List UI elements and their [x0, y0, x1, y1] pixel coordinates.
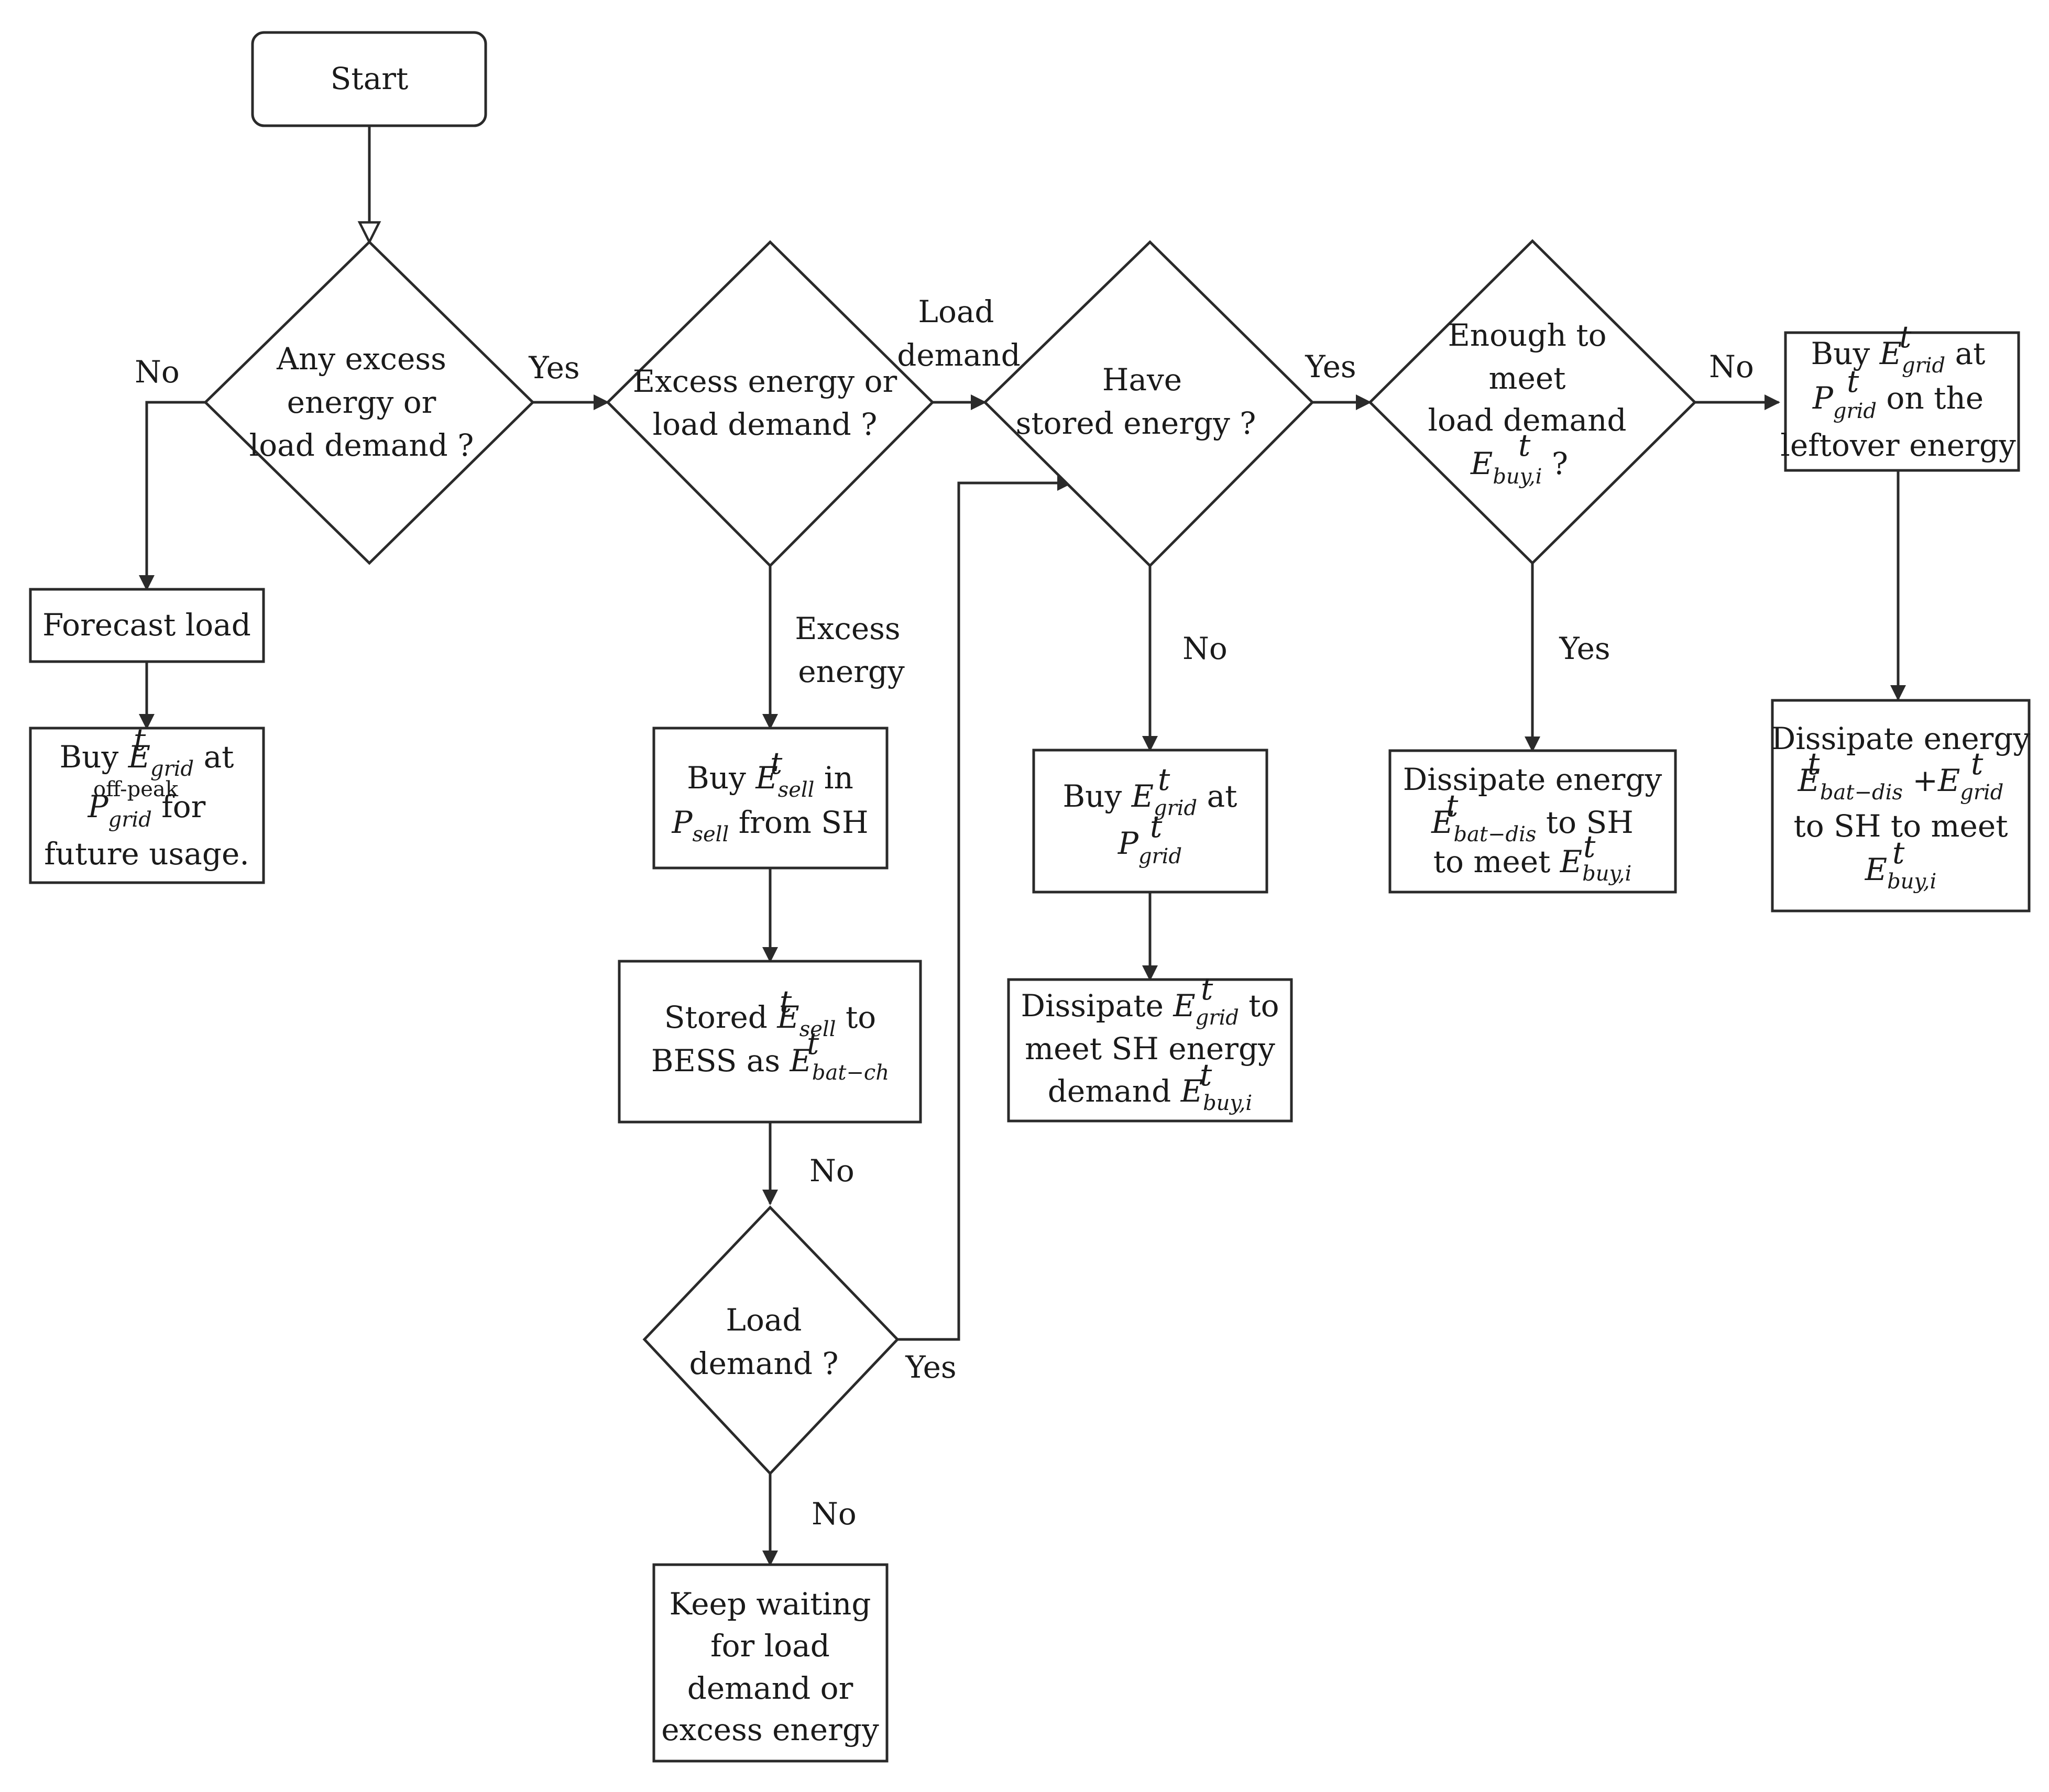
dissipate-both-sup2: t	[1971, 746, 1984, 782]
buy-grid-line1: Buy Egrid at	[1063, 778, 1237, 820]
stored-sup1: t	[780, 984, 792, 1019]
dissipate-bat-line2: Ebat−dis to SH	[1431, 805, 1634, 846]
dissipate-both-line3: to SH to meet	[1793, 808, 2008, 844]
buy-leftover-line3: leftover energy	[1780, 427, 2016, 463]
decision-d2-line1: Excess energy or	[633, 364, 897, 399]
keep-waiting-line2: for load	[710, 1628, 830, 1664]
dissipate-bat-sup1: t	[1446, 788, 1459, 823]
start-node: Start	[251, 31, 487, 127]
keep-waiting-line3: demand or	[687, 1670, 853, 1706]
decision-d3-line2: stored energy ?	[1016, 405, 1256, 441]
dissipate-grid-line2: meet SH energy	[1025, 1031, 1275, 1067]
label-d4-yes: Yes	[1559, 631, 1610, 666]
dissipate-both-sup3: t	[1892, 835, 1905, 871]
buy-offpeak-line1: Buy Egrid at	[60, 739, 234, 781]
label-d5-no: No	[812, 1496, 857, 1532]
decision-d4-line3: load demand	[1428, 402, 1626, 438]
decision-enough-to-meet-load: Enough to meet load demand Ebuy,i ? t	[1368, 239, 1697, 565]
keep-waiting-line4: excess energy	[661, 1712, 879, 1747]
buy-offpeak-line2: Pgrid for	[87, 789, 206, 832]
forecast-load-box: Forecast load	[29, 588, 265, 663]
dissipate-both-line1: Dissipate energy	[1771, 721, 2031, 756]
label-d1-no: No	[135, 354, 180, 390]
decision-d5-line1: Load	[726, 1302, 802, 1338]
keep-waiting-line1: Keep waiting	[669, 1586, 871, 1622]
buy-leftover-box: Buy Egrid at t Pgrid on the t leftover e…	[1780, 319, 2020, 472]
buy-grid-box: Buy Egrid at t Pgrid t	[1032, 749, 1268, 894]
decision-d4-line2: meet	[1489, 360, 1566, 396]
dissipate-grid-sup2: t	[1200, 1057, 1212, 1093]
decision-d3-line1: Have	[1102, 362, 1182, 398]
dissipate-bat-box: Dissipate energy Ebat−dis to SH t to mee…	[1388, 749, 1677, 894]
buy-grid-sup2: t	[1150, 809, 1163, 844]
forecast-label: Forecast load	[42, 607, 251, 643]
buy-leftover-line2: Pgrid on the	[1812, 380, 1984, 423]
label-d5-yes: Yes	[905, 1349, 956, 1385]
decision-d1-line1: Any excess	[276, 341, 446, 377]
buy-sell-box: Buy Esell in t Psell from SH	[652, 727, 889, 870]
connectors	[139, 126, 1906, 1566]
keep-waiting-box: Keep waiting for load demand or excess e…	[652, 1563, 889, 1763]
decision-d5-line2: demand ?	[689, 1346, 838, 1381]
decision-have-stored-energy: Have stored energy ?	[983, 240, 1314, 568]
label-d2-excess-2: energy	[798, 654, 905, 689]
decision-d4-line1: Enough to	[1448, 317, 1606, 353]
buy-leftover-sup1: t	[1899, 319, 1912, 355]
stored-line1: Stored Esell to	[664, 999, 876, 1041]
buy-leftover-sup2: t	[1847, 364, 1859, 399]
dissipate-bat-sup2: t	[1583, 829, 1596, 864]
decision-excess-energy-or-load: Excess energy or load demand ?	[606, 240, 935, 568]
buy-sell-sup: t	[770, 745, 783, 781]
dissipate-both-line2: Ebat−dis +Egrid	[1798, 763, 2004, 805]
label-d2-excess-1: Excess	[795, 611, 900, 646]
dissipate-grid-box: Dissipate Egrid to t meet SH energy dema…	[1007, 971, 1293, 1123]
label-d2-load-1: Load	[918, 294, 994, 329]
buy-grid-line2: Pgrid	[1117, 826, 1182, 868]
label-d2-load-2: demand	[897, 337, 1021, 373]
dissipate-both-box: Dissipate energy Ebat−dis +Egrid t t to …	[1771, 699, 2031, 913]
dissipate-both-line4: Ebuy,i	[1865, 852, 1937, 894]
buy-grid-sup1: t	[1158, 762, 1170, 797]
label-stored-no: No	[809, 1153, 854, 1189]
buy-offpeak-sup2: off-peak	[93, 777, 179, 801]
decision-d4-line4: Ebuy,i ?	[1470, 446, 1568, 489]
buy-offpeak-line3: future usage.	[44, 836, 249, 872]
buy-offpeak-sup1: t	[134, 722, 146, 757]
label-d3-yes: Yes	[1305, 349, 1356, 384]
stored-to-bess-box: Stored Esell to t BESS as Ebat−ch t	[618, 960, 922, 1124]
decision-d1-line2: energy or	[287, 384, 436, 420]
dissipate-grid-sup1: t	[1201, 971, 1213, 1007]
buy-offpeak-box: Buy Egrid at t Pgrid for off-peak future…	[29, 722, 265, 884]
stored-sup2: t	[807, 1026, 819, 1061]
edge-labels: No Yes Load demand Excess energy Yes No …	[135, 294, 1754, 1532]
decision-d1-line3: load demand ?	[249, 427, 474, 463]
start-label: Start	[331, 61, 409, 96]
dissipate-bat-line1: Dissipate energy	[1403, 762, 1662, 797]
decision-d4-sup: t	[1518, 427, 1531, 463]
label-d3-no: No	[1182, 631, 1228, 666]
decision-d2-line2: load demand ?	[653, 406, 878, 442]
decision-excess-or-load: Any excess energy or load demand ?	[203, 240, 535, 565]
buy-sell-line1: Buy Esell in	[687, 760, 853, 802]
dissipate-both-sup1: t	[1807, 746, 1820, 782]
edge-d1-no	[139, 401, 205, 591]
label-d1-yes: Yes	[528, 350, 579, 386]
edge-d5-yes	[897, 475, 1073, 1341]
buy-sell-line2: Psell from SH	[671, 805, 868, 846]
label-d4-no: No	[1709, 349, 1754, 384]
buy-leftover-line1: Buy Egrid at	[1811, 336, 1986, 378]
decision-load-demand: Load demand ?	[642, 1205, 900, 1476]
